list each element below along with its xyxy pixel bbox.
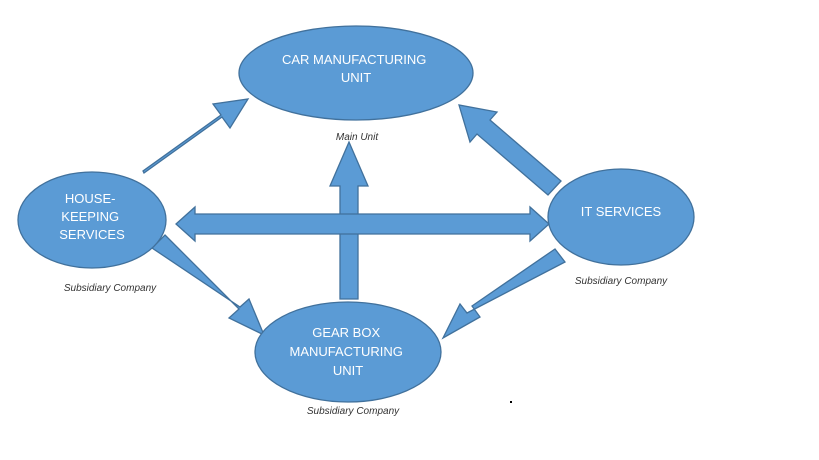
gearbox-label-line-1: GEAR BOX bbox=[312, 325, 380, 340]
gearbox-label: GEAR BOX MANUFACTURING UNIT bbox=[289, 325, 406, 378]
arrow-housekeeping-it-bidirectional bbox=[175, 205, 550, 243]
arrow-it-to-car bbox=[458, 104, 562, 196]
it-label-line-1: IT SERVICES bbox=[581, 204, 662, 219]
arrow-it-to-gearbox bbox=[441, 248, 566, 340]
gearbox-label-line-3: UNIT bbox=[333, 363, 363, 378]
it-services-label: IT SERVICES bbox=[581, 204, 662, 219]
gearbox-caption: Subsidiary Company bbox=[307, 406, 400, 417]
node-it-services: IT SERVICES bbox=[547, 168, 695, 266]
housekeeping-caption: Subsidiary Company bbox=[64, 283, 157, 294]
housekeeping-label: HOUSE- KEEPING SERVICES bbox=[59, 191, 125, 242]
arrows bbox=[142, 98, 566, 340]
arrow-housekeeping-to-car bbox=[142, 98, 250, 174]
car-caption: Main Unit bbox=[336, 132, 379, 143]
node-gearbox-manufacturing: GEAR BOX MANUFACTURING UNIT bbox=[254, 301, 442, 403]
car-label-line-2: UNIT bbox=[341, 70, 371, 85]
gearbox-ellipse bbox=[254, 301, 442, 403]
car-manufacturing-ellipse bbox=[238, 25, 474, 121]
housekeeping-label-line-2: KEEPING bbox=[61, 209, 119, 224]
it-caption: Subsidiary Company bbox=[575, 276, 668, 287]
gearbox-label-line-2: MANUFACTURING bbox=[289, 344, 402, 359]
housekeeping-label-line-3: SERVICES bbox=[59, 227, 125, 242]
node-car-manufacturing: CAR MANUFACTURING UNIT bbox=[238, 25, 474, 121]
arrow-housekeeping-to-gearbox bbox=[150, 234, 266, 337]
stray-dot bbox=[510, 401, 512, 403]
car-label-line-1: CAR MANUFACTURING bbox=[282, 52, 426, 67]
housekeeping-ellipse bbox=[17, 171, 167, 269]
node-housekeeping-services: HOUSE- KEEPING SERVICES bbox=[17, 171, 167, 269]
car-manufacturing-label: CAR MANUFACTURING UNIT bbox=[282, 52, 430, 85]
it-services-ellipse bbox=[547, 168, 695, 266]
housekeeping-label-line-1: HOUSE- bbox=[65, 191, 116, 206]
